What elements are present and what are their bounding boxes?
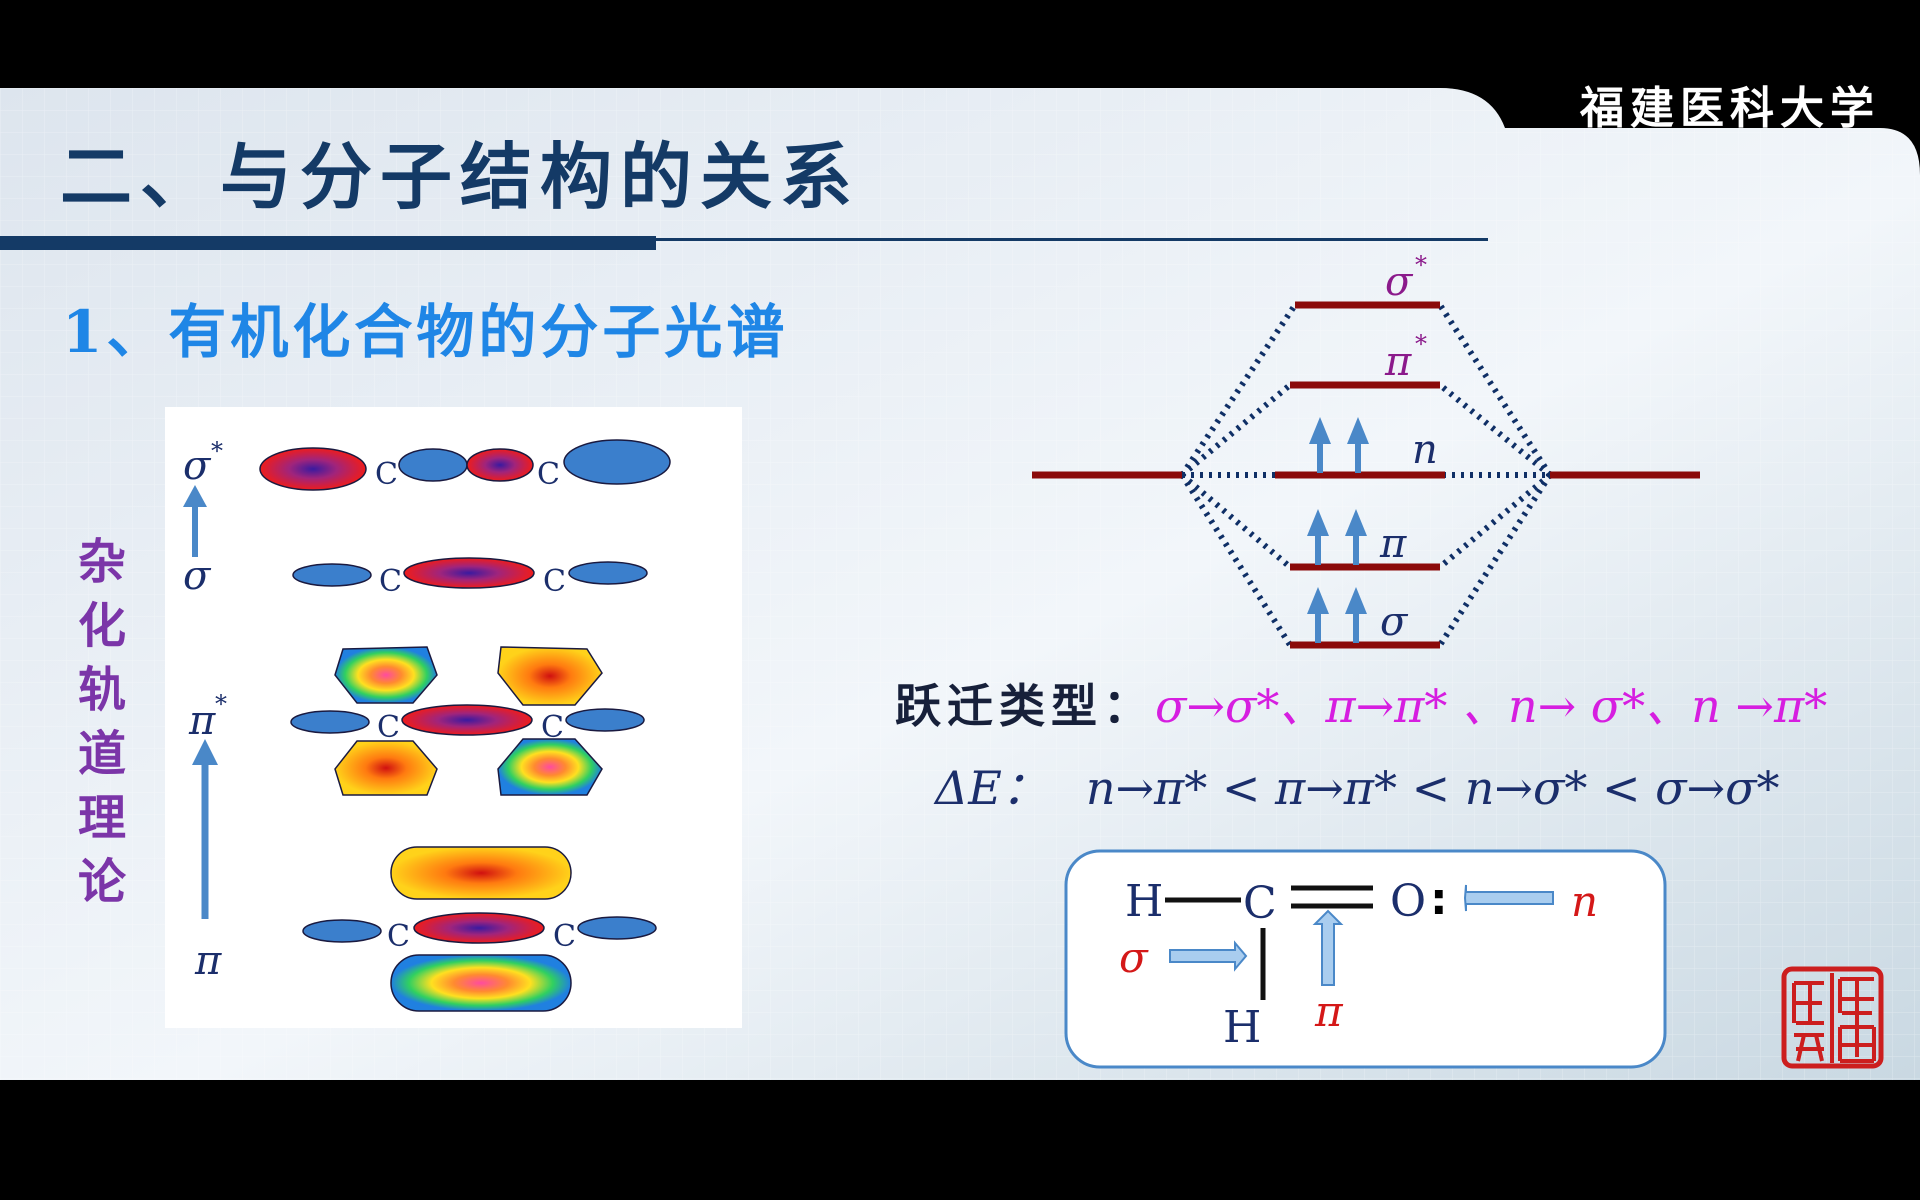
- lobe: [497, 646, 603, 706]
- orbital-panel: σ * σ π * π C C C C C C: [165, 407, 742, 1028]
- label-sigma-star: σ: [183, 443, 212, 489]
- level-label-sup: *: [1415, 251, 1427, 279]
- electron-arrows: [1307, 417, 1369, 643]
- lobe: [334, 646, 438, 704]
- atom-h: H: [1223, 1002, 1261, 1053]
- level-label-sigma-star: σ: [1385, 259, 1414, 305]
- atom-c: C: [543, 564, 566, 599]
- atom-c: C: [375, 457, 398, 492]
- lobe: [466, 448, 534, 482]
- arrow-sigma: [1169, 940, 1248, 972]
- vertical-char: 道: [77, 726, 126, 782]
- label-sigma-star-sup: *: [211, 437, 223, 465]
- vertical-char: 理: [77, 790, 126, 846]
- level-label-n: n: [1412, 427, 1438, 473]
- atom-c: C: [541, 710, 564, 745]
- slide-title: 二、与分子结构的关系: [60, 134, 861, 219]
- arrow-head: [192, 739, 218, 765]
- atom-c: C: [1243, 878, 1277, 929]
- vertical-char: 化: [77, 598, 126, 654]
- delta-e-value: n→π* < π→π* < n→σ* < σ→σ*: [1085, 761, 1780, 815]
- delta-e-label: ΔE：: [935, 761, 1048, 815]
- label-sigma: σ: [183, 553, 212, 599]
- label-pi: π: [194, 938, 222, 984]
- formaldehyde-box: H C O H : n σ π: [1064, 849, 1667, 1069]
- atom-c: C: [537, 457, 560, 492]
- lobe: [497, 738, 603, 796]
- label-pi-star-sup: *: [215, 690, 227, 718]
- hybrid-orbital-theory-label: 杂 化 轨 道 理 论: [72, 530, 132, 914]
- transition-types-label: 跃迁类型：: [895, 679, 1155, 733]
- lobe: [565, 708, 645, 732]
- lobe: [563, 439, 671, 485]
- energy-order: ΔE： n→π* < π→π* < n→σ* < σ→σ*: [935, 752, 1780, 818]
- atom-c: C: [377, 710, 400, 745]
- label-pi: π: [1314, 987, 1344, 1036]
- lobe: [292, 563, 372, 587]
- level-label-pi-star: π: [1384, 339, 1412, 385]
- section-subtitle: 1、有机化合物的分子光谱: [62, 298, 789, 366]
- arrow-n: [1463, 884, 1554, 912]
- lobe: [413, 912, 545, 944]
- lobe: [390, 954, 572, 1012]
- atom-c: C: [379, 564, 402, 599]
- energy-level-diagram: σ * π * n π σ: [1032, 251, 1700, 649]
- lobe: [334, 740, 438, 796]
- lobe: [290, 710, 370, 734]
- correlation-lines: [1179, 303, 1553, 647]
- level-label-sup: *: [1415, 330, 1427, 358]
- lone-pair: :: [1430, 874, 1448, 925]
- transition-types: 跃迁类型：σ→σ*、π→π* 、n→ σ*、n →π*: [895, 670, 1827, 736]
- level-label-sigma: σ: [1380, 599, 1409, 645]
- label-n: n: [1571, 877, 1598, 926]
- atom-c: C: [387, 919, 410, 954]
- atom-h: H: [1125, 876, 1163, 927]
- lobe: [390, 846, 572, 900]
- vertical-char: 轨: [77, 662, 126, 718]
- energy-levels: [1032, 301, 1700, 649]
- vertical-char: 杂: [77, 534, 126, 590]
- lobe: [259, 447, 367, 491]
- label-sigma: σ: [1119, 933, 1149, 982]
- lobe: [401, 704, 533, 736]
- atom-c: C: [553, 919, 576, 954]
- lobe: [568, 561, 648, 585]
- level-label-pi: π: [1379, 521, 1407, 567]
- arrow-pi: [1312, 909, 1344, 986]
- label-pi-star: π: [188, 698, 216, 744]
- transition-types-value: σ→σ*、π→π* 、n→ σ*、n →π*: [1155, 679, 1828, 733]
- university-name: 福建医科大学: [1580, 83, 1880, 134]
- lobe: [302, 919, 382, 943]
- arrow-head: [183, 485, 207, 507]
- atom-o: O: [1390, 876, 1426, 927]
- vertical-char: 论: [77, 854, 126, 910]
- lobe: [403, 557, 535, 589]
- lobe: [398, 448, 468, 482]
- lobe: [577, 916, 657, 940]
- seal-stamp-icon: [1781, 966, 1884, 1069]
